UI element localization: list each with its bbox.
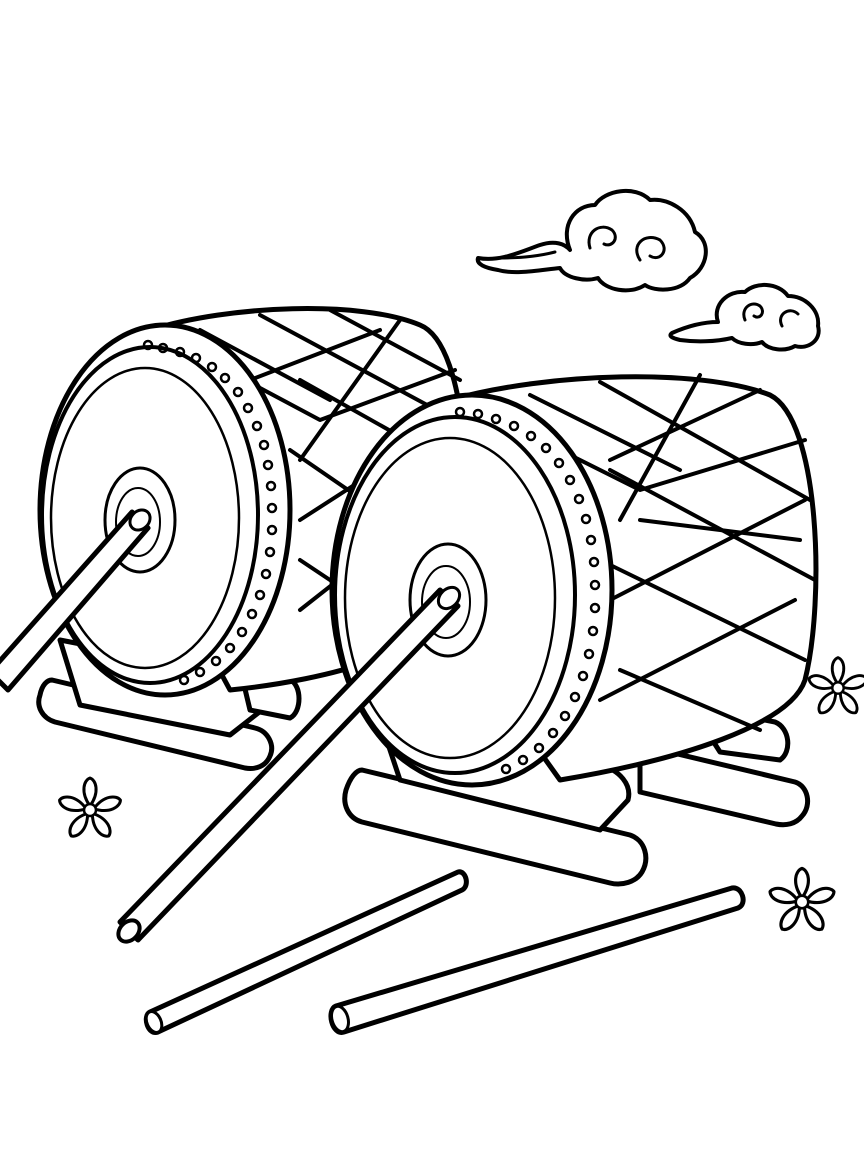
drumstick-icon (143, 869, 469, 1035)
cloud-icon (668, 283, 821, 352)
cherry-blossom-icon (56, 776, 124, 841)
drum-icon (329, 373, 819, 788)
studs (454, 406, 601, 775)
drumstick-icon (328, 885, 746, 1035)
cloud-icon (475, 188, 708, 293)
drumstick-icon (0, 508, 152, 693)
studs (142, 339, 278, 686)
drumstick-icon (116, 585, 462, 944)
cherry-blossom-icon (805, 656, 864, 718)
cherry-blossom-icon (766, 866, 838, 935)
drum-icon (37, 306, 469, 698)
